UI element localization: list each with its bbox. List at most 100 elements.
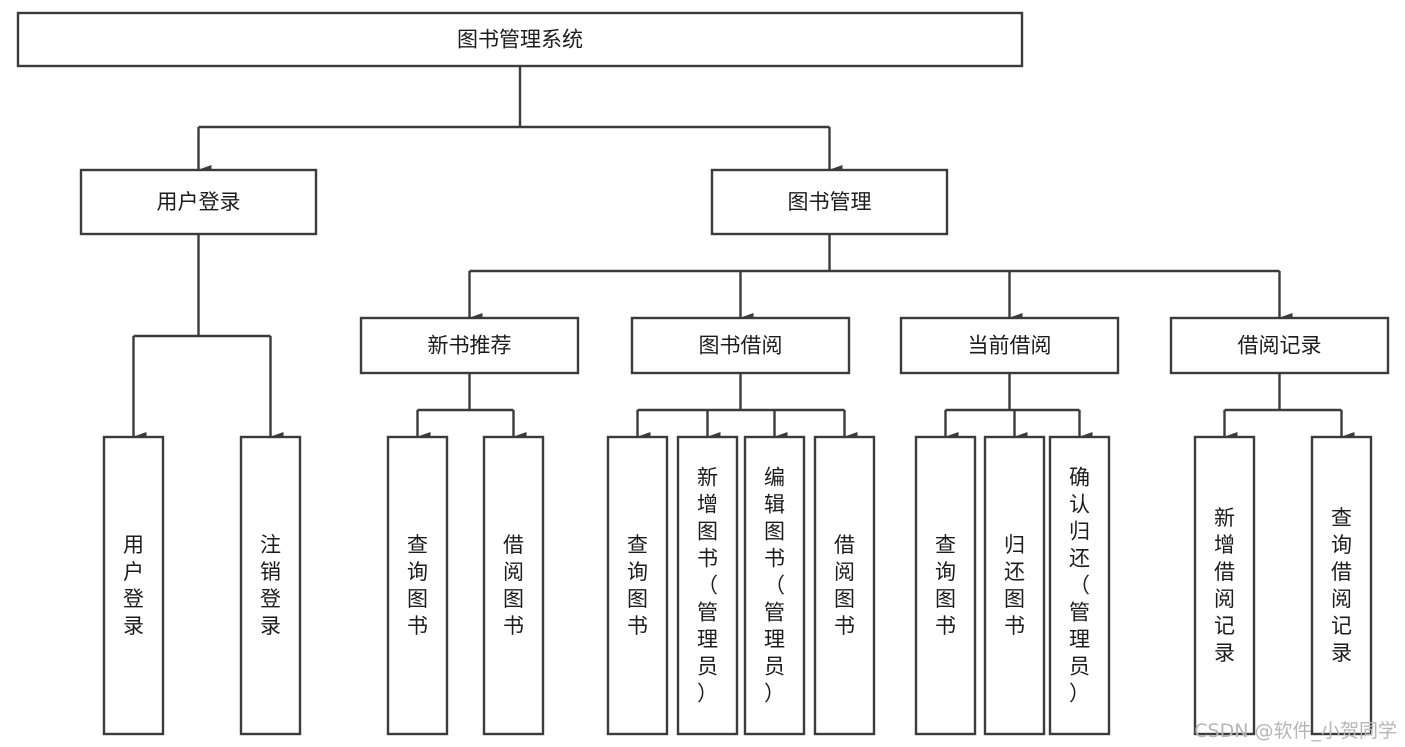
svg-text:查: 查: [935, 533, 956, 557]
node-box-leaf-borrow-book: [813, 435, 876, 736]
svg-text:确: 确: [1069, 466, 1090, 490]
svg-text:（: （: [697, 574, 718, 598]
svg-text:查: 查: [627, 533, 648, 557]
edges-layer: [132, 66, 1355, 442]
svg-text:新: 新: [697, 466, 718, 490]
node-box-borrow-records: [1169, 316, 1390, 375]
svg-text:新: 新: [1214, 506, 1235, 530]
svg-text:（: （: [764, 574, 785, 598]
svg-text:查: 查: [407, 533, 428, 557]
node-book-management[interactable]: 图书管理: [710, 168, 949, 236]
svg-text:理: 理: [764, 628, 785, 652]
svg-text:书: 书: [764, 547, 785, 571]
svg-text:管: 管: [697, 601, 718, 625]
svg-text:询: 询: [627, 560, 648, 584]
node-user-login[interactable]: 用户登录: [79, 168, 318, 236]
node-new-book-recommend[interactable]: 新书推荐: [359, 316, 580, 375]
svg-text:借: 借: [503, 533, 524, 557]
svg-text:员: 员: [764, 655, 785, 679]
svg-text:管: 管: [764, 601, 785, 625]
svg-text:借: 借: [1331, 560, 1352, 584]
node-box-user-login: [79, 168, 318, 236]
node-box-leaf-query-borrow-record: [1310, 435, 1373, 736]
svg-text:归: 归: [1004, 533, 1025, 557]
svg-text:认: 认: [1069, 493, 1090, 517]
node-book-borrow[interactable]: 图书借阅: [630, 316, 851, 375]
svg-text:阅: 阅: [1331, 587, 1352, 611]
svg-text:阅: 阅: [503, 560, 524, 584]
node-box-leaf-confirm-return-admin: [1048, 435, 1111, 736]
svg-text:书: 书: [697, 547, 718, 571]
node-box-book-borrow: [630, 316, 851, 375]
svg-text:图: 图: [764, 520, 785, 544]
node-box-leaf-add-book-admin: [676, 435, 739, 736]
svg-text:管: 管: [1069, 601, 1090, 625]
svg-text:询: 询: [1331, 533, 1352, 557]
node-root[interactable]: 图书管理系统: [16, 11, 1024, 68]
node-box-leaf-edit-book-admin: [743, 435, 806, 736]
svg-text:增: 增: [1214, 533, 1235, 557]
svg-text:录: 录: [123, 614, 144, 638]
svg-text:登: 登: [123, 587, 144, 611]
svg-text:书: 书: [834, 614, 855, 638]
svg-text:书: 书: [1004, 614, 1025, 638]
svg-text:）: ）: [764, 682, 785, 706]
svg-text:增: 增: [697, 493, 718, 517]
svg-text:借: 借: [1214, 560, 1235, 584]
svg-text:图: 图: [935, 587, 956, 611]
svg-text:辑: 辑: [764, 493, 785, 517]
svg-text:注: 注: [260, 533, 281, 557]
svg-text:查: 查: [1331, 506, 1352, 530]
svg-text:归: 归: [1069, 520, 1090, 544]
svg-text:）: ）: [697, 682, 718, 706]
svg-text:图: 图: [407, 587, 428, 611]
svg-text:书: 书: [407, 614, 428, 638]
node-label-current-borrow: 当前借阅: [968, 334, 1052, 358]
svg-text:借: 借: [834, 533, 855, 557]
node-borrow-records[interactable]: 借阅记录: [1169, 316, 1390, 375]
node-label-user-login: 用户登录: [157, 190, 241, 214]
node-box-new-book-recommend: [359, 316, 580, 375]
node-box-leaf-add-borrow-record: [1193, 435, 1256, 736]
node-box-leaf-return-book: [983, 435, 1046, 736]
node-label-book-borrow: 图书借阅: [699, 334, 783, 358]
svg-text:书: 书: [503, 614, 524, 638]
svg-text:员: 员: [1069, 655, 1090, 679]
svg-text:还: 还: [1069, 547, 1090, 571]
svg-text:图: 图: [834, 587, 855, 611]
svg-text:询: 询: [935, 560, 956, 584]
svg-text:图: 图: [1004, 587, 1025, 611]
node-current-borrow[interactable]: 当前借阅: [899, 316, 1120, 375]
svg-text:员: 员: [697, 655, 718, 679]
svg-text:销: 销: [260, 560, 281, 584]
svg-text:用: 用: [123, 533, 144, 557]
svg-text:阅: 阅: [834, 560, 855, 584]
svg-text:书: 书: [627, 614, 648, 638]
node-leaf-user-login[interactable]: 用户登录: [102, 435, 165, 736]
node-box-leaf-borrow-book-new: [482, 435, 545, 736]
node-box-current-borrow: [899, 316, 1120, 375]
node-box-leaf-user-login: [102, 435, 165, 736]
node-box-leaf-query-book-current: [914, 435, 977, 736]
